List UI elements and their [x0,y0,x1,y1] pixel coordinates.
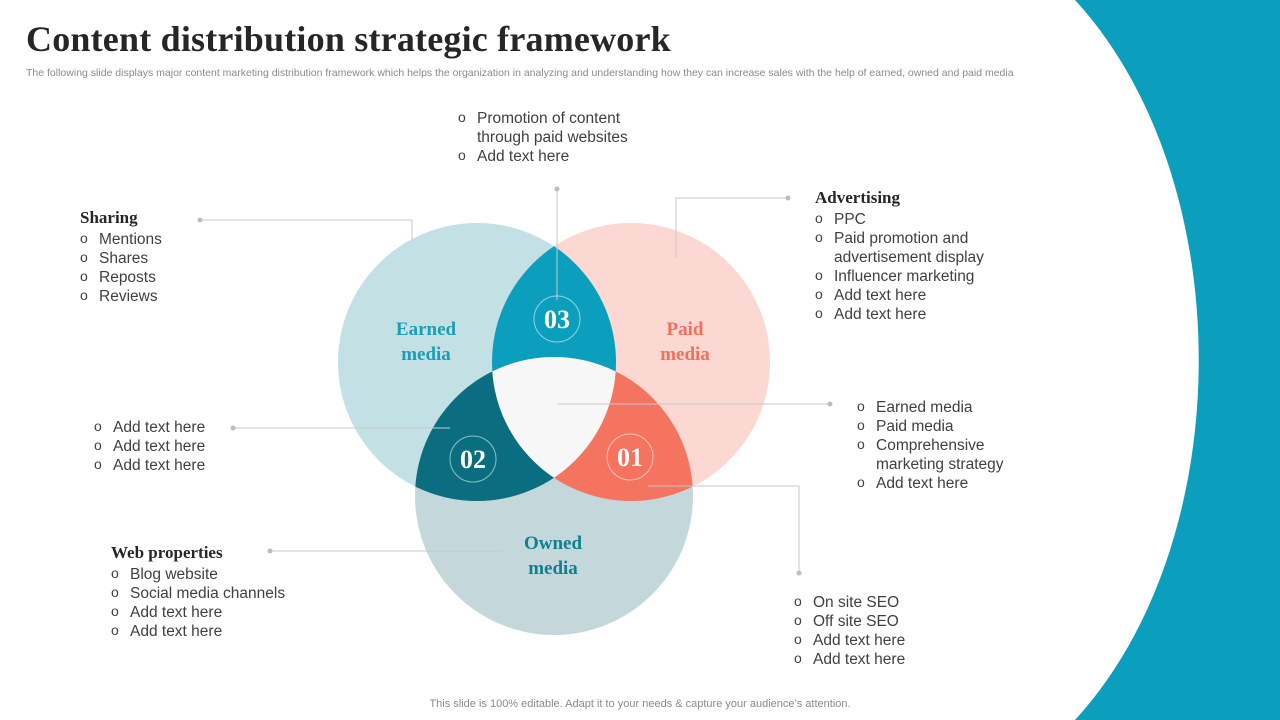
footer-note: This slide is 100% editable. Adapt it to… [429,698,851,710]
connector-dot [230,425,236,431]
advertising-heading: Advertising [815,188,900,207]
bottom-right-block: On site SEO Off site SEO Add text here A… [794,592,905,669]
list-item: Paid promotion and [815,228,984,248]
list-item: Add text here [794,630,905,650]
list-item: Reviews [80,286,162,306]
list-item: Add text here [94,455,205,475]
connector-sharing [200,219,413,240]
advertising-block: Advertising PPC Paid promotion and adver… [815,187,984,324]
list-item: Earned media [857,397,1004,417]
number-02: 02 [460,445,486,474]
slide-subtitle: The following slide displays major conte… [26,67,1014,79]
list-item: Promotion of content [458,108,628,128]
owned-media-label-line2: media [528,558,578,579]
list-item: marketing strategy [876,456,1004,473]
list-item: through paid websites [477,129,628,146]
connector-dot [796,570,802,576]
paid-media-label-line2: media [660,344,710,365]
list-item: Shares [80,248,162,268]
number-03: 03 [544,305,570,334]
connector-dot [267,548,273,554]
connector-bottom-right [648,485,800,573]
paid-media-label-line1: Paid [667,319,704,340]
list-item: Reposts [80,267,162,287]
web-properties-block: Web properties Blog website Social media… [111,542,285,641]
connector-advertising [675,197,788,258]
right-mid-block: Earned media Paid media Comprehensive ma… [857,397,1004,493]
list-item: Add text here [94,417,205,437]
list-item: Add text here [458,146,628,166]
sharing-block: Sharing Mentions Shares Reposts Reviews [80,207,162,306]
list-item: Off site SEO [794,611,905,631]
list-item: Add text here [794,649,905,669]
decorative-arc [1075,0,1280,720]
number-01: 01 [617,443,643,472]
connector-dot [785,195,791,201]
list-item: Add text here [857,473,1004,493]
connector-dot [827,401,833,407]
list-item: On site SEO [794,592,905,612]
top-text-block: Promotion of content through paid websit… [458,108,628,166]
list-item: Social media channels [111,583,285,603]
list-item: advertisement display [834,249,984,266]
sharing-heading: Sharing [80,208,138,227]
web-properties-heading: Web properties [111,543,223,562]
list-item: Influencer marketing [815,266,984,286]
list-item: Comprehensive [857,435,1004,455]
list-item: Blog website [111,564,285,584]
list-item: Add text here [815,285,984,305]
list-item: Paid media [857,416,1004,436]
list-item: Add text here [111,602,285,622]
earned-media-label-line2: media [401,344,451,365]
ring-03 [533,295,581,343]
left-mid-block: Add text here Add text here Add text her… [94,417,205,475]
connector-dot [197,217,203,223]
slide-title: Content distribution strategic framework [26,19,671,59]
list-item: Mentions [80,229,162,249]
list-item: PPC [815,209,984,229]
owned-media-label-line1: Owned [524,533,583,554]
list-item: Add text here [94,436,205,456]
earned-media-label-line1: Earned [396,319,457,340]
connector-dot [554,186,560,192]
ring-02 [449,435,497,483]
list-item: Add text here [815,304,984,324]
ring-01 [606,433,654,481]
list-item: Add text here [111,621,285,641]
